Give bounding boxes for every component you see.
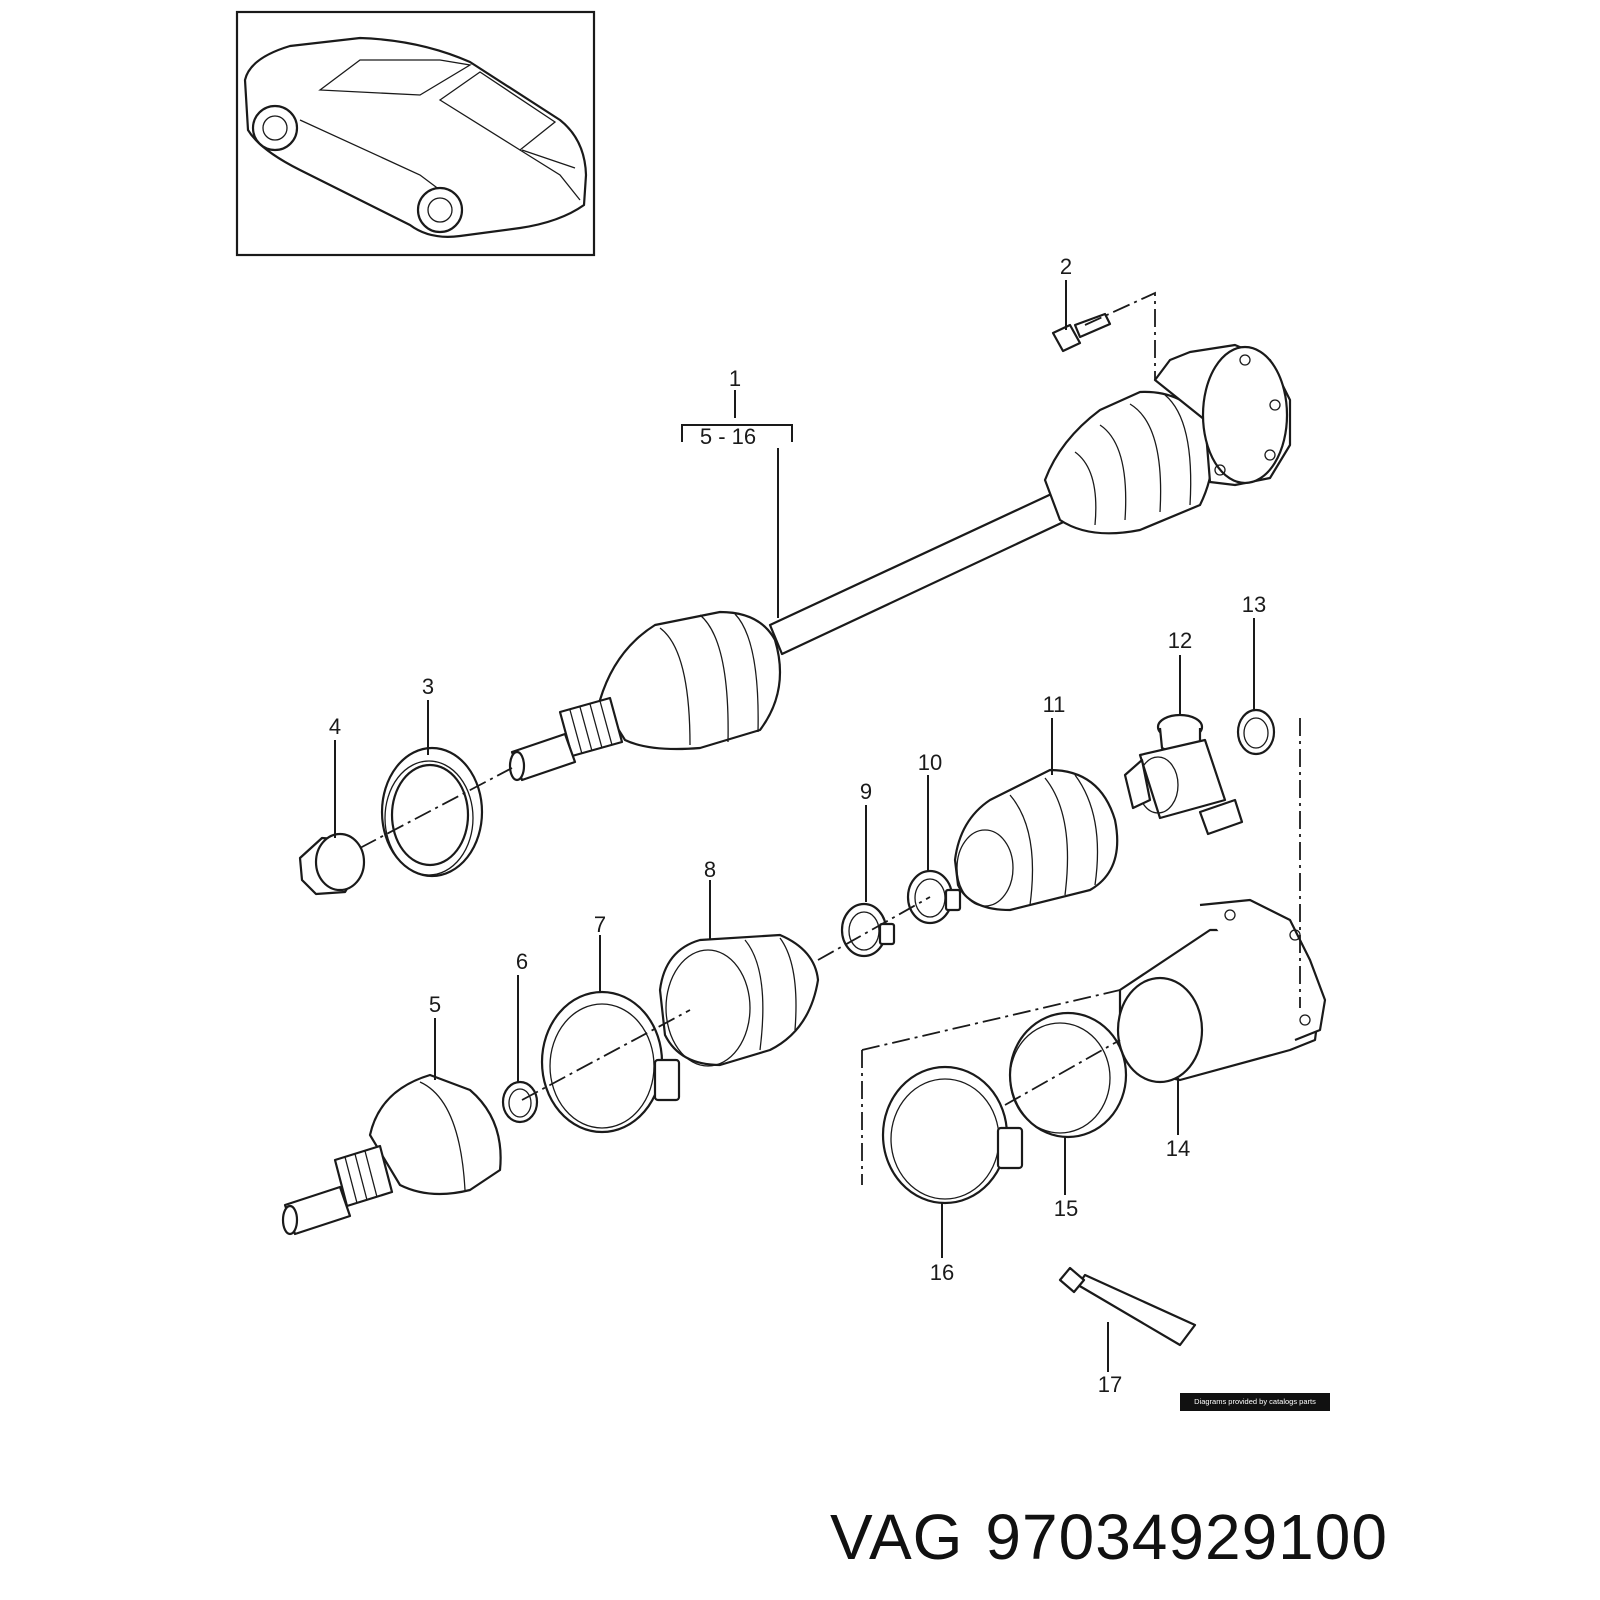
callout-11: 11 xyxy=(1043,692,1066,717)
part-4-nut xyxy=(298,832,366,896)
part-5-outer-joint xyxy=(281,1073,502,1236)
callout-13: 13 xyxy=(1242,592,1266,617)
part-8-outer-boot xyxy=(658,933,820,1067)
callout-15: 15 xyxy=(1054,1196,1078,1221)
part-17-grease-tube xyxy=(1058,1266,1197,1347)
callout-7: 7 xyxy=(594,912,606,937)
part-9-small-clamp xyxy=(840,902,896,958)
part-16-clamp xyxy=(881,1065,1024,1205)
part-11-inner-boot xyxy=(953,768,1119,912)
part-2-bolt xyxy=(1051,312,1112,353)
part-15-seal xyxy=(1008,1011,1128,1139)
part-13-circlip xyxy=(1236,708,1276,756)
part-6-circlip xyxy=(501,1080,539,1124)
callout-2: 2 xyxy=(1060,254,1072,279)
callout-4: 4 xyxy=(329,714,341,739)
diagram-credit-badge: Diagrams provided by catalogs parts xyxy=(1180,1393,1330,1411)
part-caption: VAG 97034929100 xyxy=(830,1500,1388,1574)
callout-3: 3 xyxy=(422,674,434,699)
brand-name: VAG xyxy=(830,1501,964,1573)
assembly-axis-lines xyxy=(359,291,1301,1185)
car-illustration xyxy=(243,36,588,238)
callout-5: 5 xyxy=(429,992,441,1017)
part-10-small-clamp xyxy=(906,869,962,925)
callout-10: 10 xyxy=(918,750,942,775)
callout-labels: 1 5 - 16 2 3 4 5 6 7 8 9 10 11 12 13 14 … xyxy=(329,254,1266,1397)
drive-shaft-assembly xyxy=(508,343,1292,782)
part-14-housing xyxy=(1116,898,1327,1084)
part-number: 97034929100 xyxy=(985,1501,1388,1573)
callout-8: 8 xyxy=(704,857,716,882)
callout-14: 14 xyxy=(1166,1136,1190,1161)
callout-1: 1 xyxy=(729,366,741,391)
part-3-sensor-ring xyxy=(380,746,484,878)
leader-lines xyxy=(334,280,1255,1372)
callout-16: 16 xyxy=(930,1260,954,1285)
callout-12: 12 xyxy=(1168,628,1192,653)
part-12-tripod xyxy=(1123,713,1244,836)
vehicle-thumbnail xyxy=(235,10,596,257)
callout-17: 17 xyxy=(1098,1372,1122,1397)
callout-9: 9 xyxy=(860,779,872,804)
part-7-clamp xyxy=(540,990,681,1134)
callout-6: 6 xyxy=(516,949,528,974)
callout-range: 5 - 16 xyxy=(700,424,756,449)
